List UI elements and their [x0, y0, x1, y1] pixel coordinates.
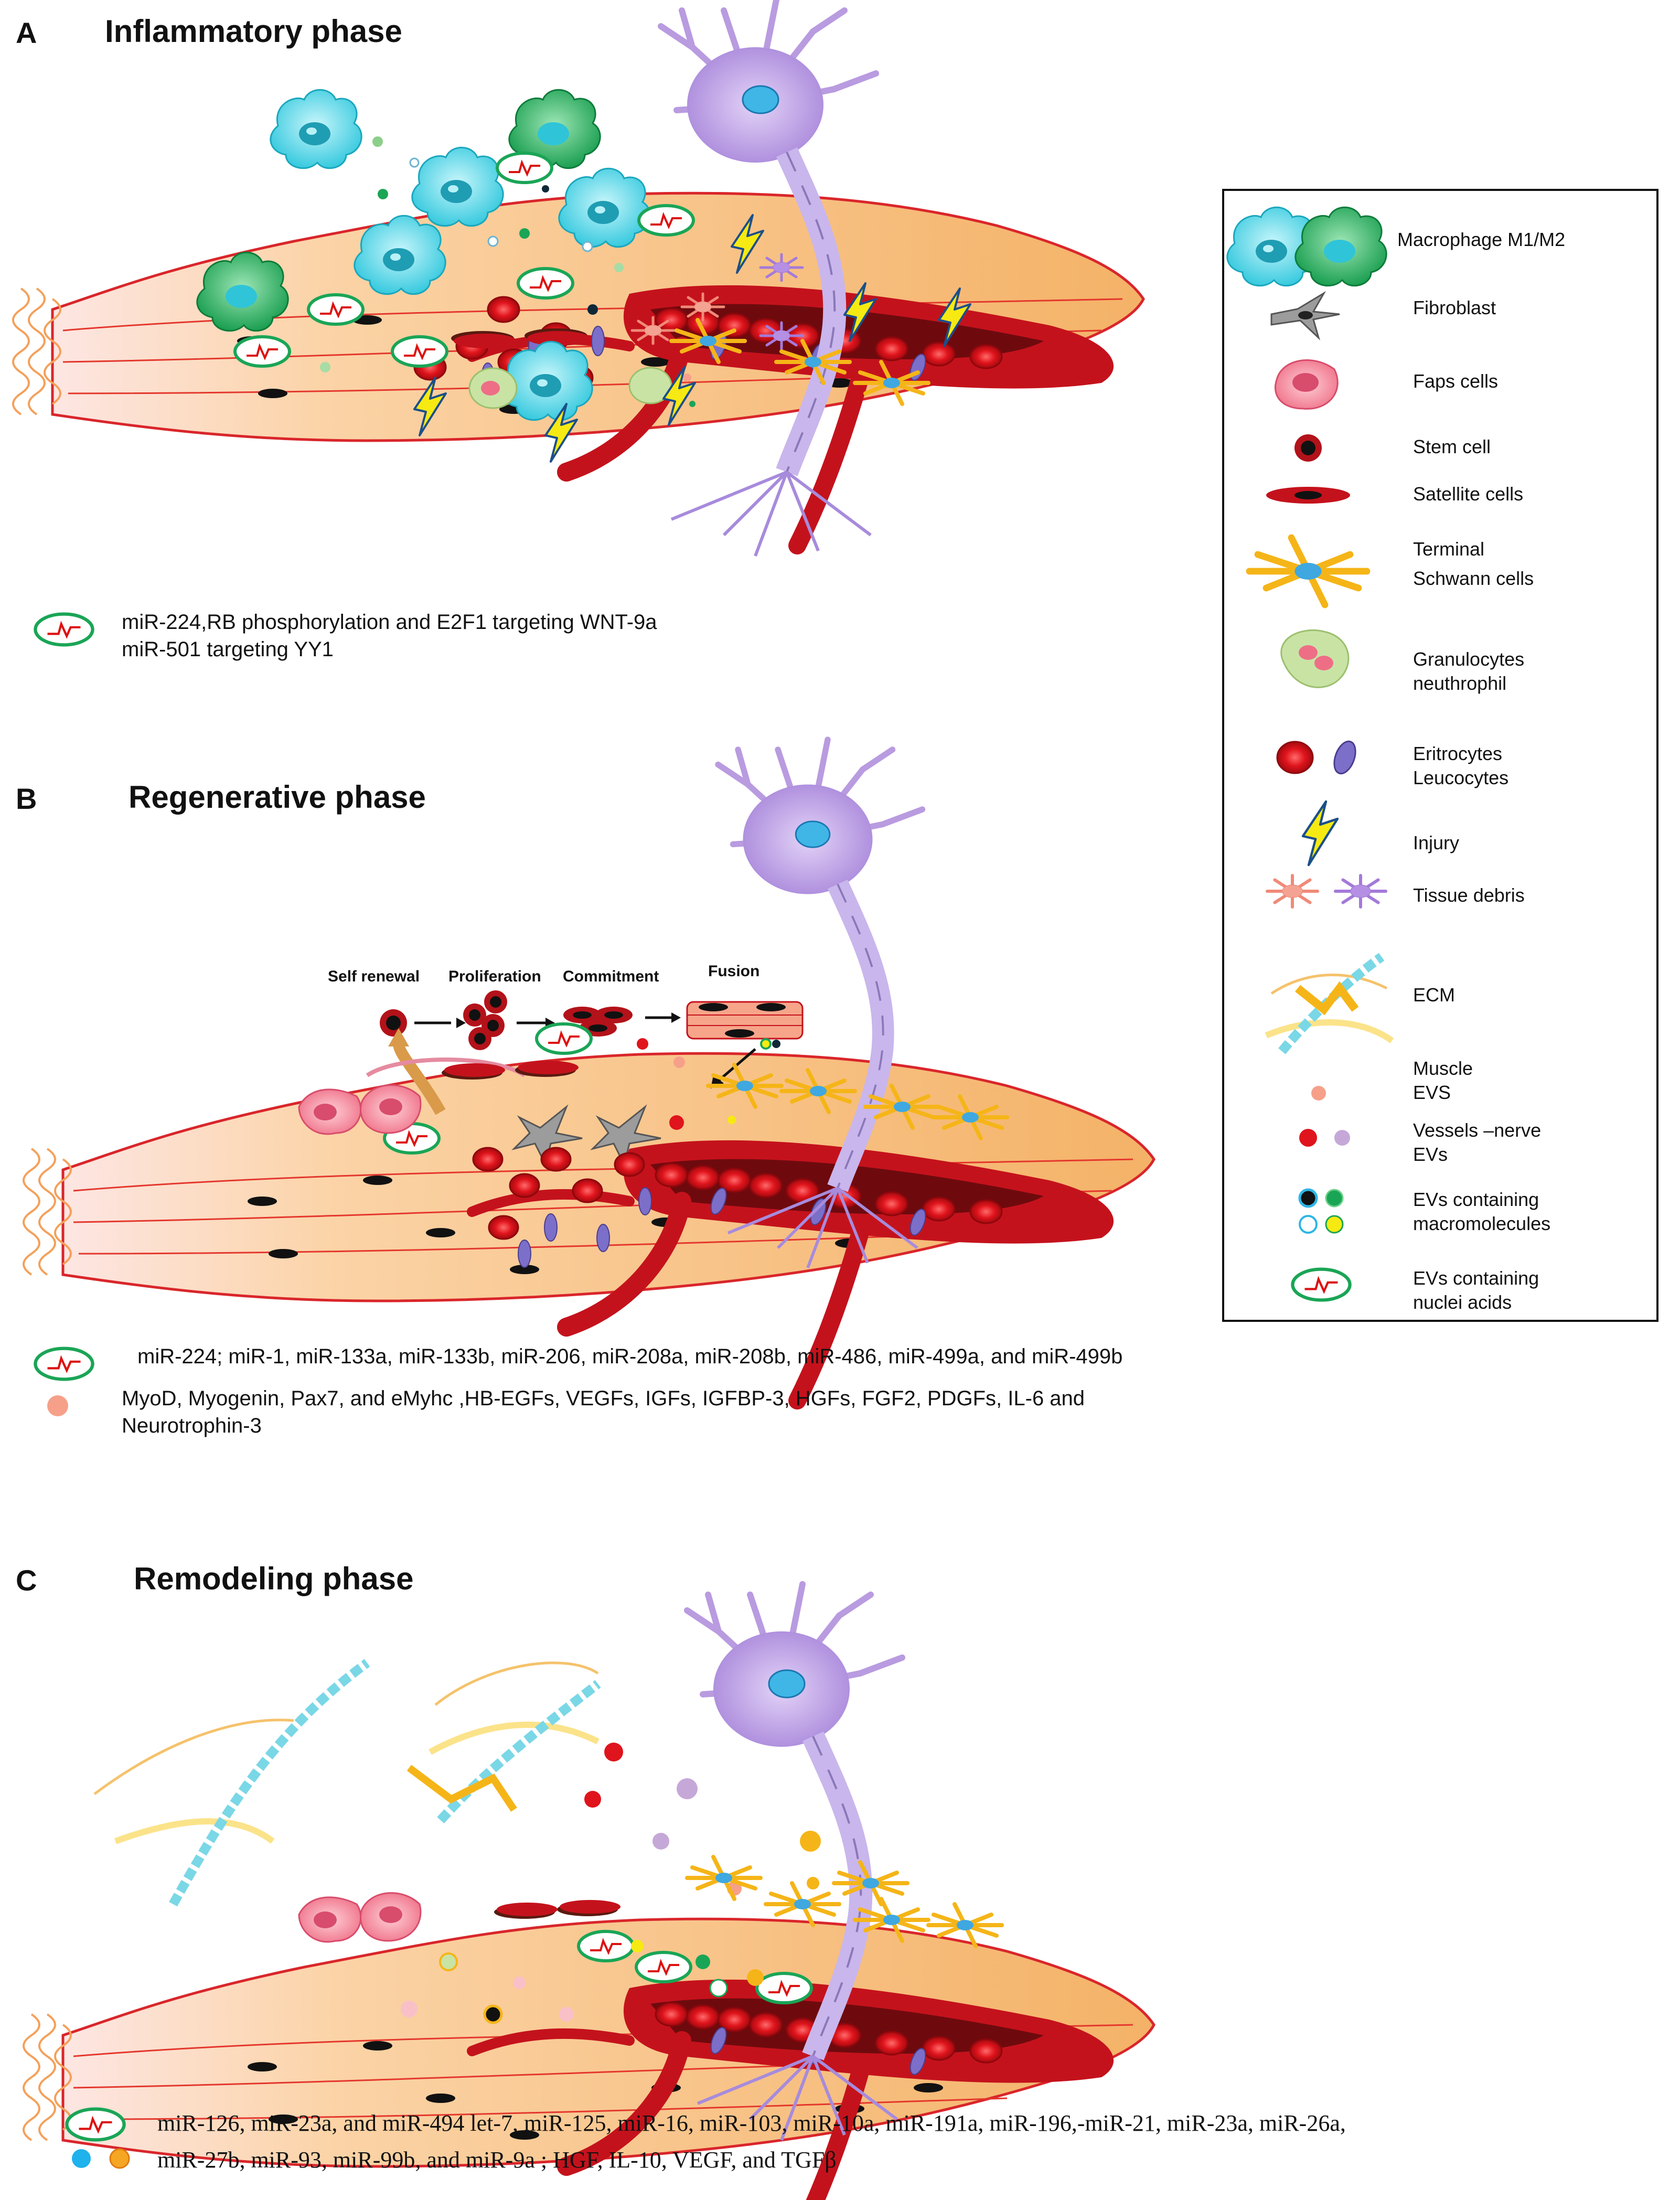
panel-c-caption-line2: miR-27b, miR-93, miR-99b, and miR-9a ; H… [157, 2147, 837, 2173]
panel-c-letter: C [16, 1564, 37, 1597]
legend-label-macromolecule-ev-2: macromolecules [1413, 1213, 1551, 1234]
legend-label-erythrocyte-1: Eritrocytes [1413, 743, 1503, 764]
legend-label-faps: Faps cells [1413, 370, 1499, 392]
muscle-ev-icon [1311, 1086, 1326, 1101]
legend-label-fibroblast: Fibroblast [1413, 297, 1496, 318]
legend-label-nucleic-ev-1: EVs containing [1413, 1267, 1539, 1289]
panel-b-caption-muscle-ev-icon [47, 1395, 68, 1416]
legend-label-muscle-ev-1: Muscle [1413, 1058, 1473, 1079]
step-self-renewal: Self renewal [328, 968, 420, 985]
nucleic-acid-ev-icon [1282, 1261, 1361, 1308]
panel-c-caption-dot-icons [72, 2148, 130, 2169]
legend-label-schwann-1: Terminal [1413, 538, 1485, 560]
stem-cell-icon [1294, 434, 1322, 462]
legend-label-vessel-ev-2: EVs [1413, 1144, 1448, 1165]
panel-c-caption-ev-icon [63, 2103, 131, 2145]
legend-label-satellite: Satellite cells [1413, 483, 1524, 505]
injury-icon [1287, 802, 1350, 870]
step-proliferation: Proliferation [448, 968, 541, 985]
legend-label-nucleic-ev-2: nuclei acids [1413, 1291, 1512, 1313]
panel-b-caption-line3: Neurotrophin-3 [122, 1414, 262, 1437]
panel-b-caption-line1: miR-224; miR-1, miR-133a, miR-133b, miR-… [137, 1345, 1123, 1368]
legend-label-erythrocyte-2: Leucocytes [1413, 767, 1509, 788]
step-commitment: Commitment [563, 968, 659, 985]
macrophage-icon [1226, 206, 1387, 287]
panel-a-caption-ev-icon [31, 608, 100, 650]
panel-c-illustration [0, 1547, 1206, 2151]
ecm-icon [1265, 953, 1394, 1054]
panel-b-illustration [0, 782, 1206, 1374]
panel-b-caption-ev-icon [31, 1343, 100, 1385]
legend-label-stem-cell: Stem cell [1413, 436, 1491, 457]
erythrocyte-leucocyte-icon [1276, 740, 1356, 775]
panel-a-illustration [0, 0, 1206, 577]
legend-label-muscle-ev-2: EVS [1413, 1082, 1451, 1103]
fibroblast-icon [1270, 291, 1340, 340]
panel-a-caption-line1: miR-224,RB phosphorylation and E2F1 targ… [122, 611, 657, 634]
macromolecule-ev-icon [1298, 1188, 1344, 1234]
panel-b-title: Regenerative phase [129, 779, 426, 815]
vessel-nerve-ev-icon [1299, 1129, 1350, 1147]
granulocyte-icon [1280, 629, 1350, 688]
legend-label-granulocyte-1: Granulocytes [1413, 648, 1525, 670]
panel-c-caption-line1: miR-126, miR-23a, and miR-494 let-7, miR… [157, 2110, 1346, 2136]
panel-a-caption-line2: miR-501 targeting YY1 [122, 638, 334, 661]
panel-c-title: Remodeling phase [134, 1561, 414, 1596]
panel-b-letter: B [16, 782, 37, 815]
legend-label-macromolecule-ev-1: EVs containing [1413, 1189, 1539, 1210]
step-fusion: Fusion [708, 963, 760, 980]
satellite-cell-icon [1266, 487, 1350, 504]
legend-label-vessel-ev-1: Vessels –nerve [1413, 1119, 1542, 1141]
tissue-debris-icon [1256, 868, 1392, 915]
legend-label-debris: Tissue debris [1413, 884, 1525, 906]
legend-label-injury: Injury [1413, 832, 1460, 853]
schwann-cell-icon [1256, 532, 1361, 611]
legend-label-granulocyte-2: neuthrophil [1413, 672, 1507, 694]
panel-b-caption-line2: MyoD, Myogenin, Pax7, and eMyhc ,HB-EGFs… [122, 1387, 1085, 1410]
panel-a-letter: A [16, 16, 37, 49]
panel-a-title: Inflammatory phase [105, 14, 402, 49]
legend-label-ecm: ECM [1413, 984, 1455, 1006]
faps-cell-icon [1274, 359, 1339, 410]
legend-label-macrophage: Macrophage M1/M2 [1397, 229, 1566, 250]
legend-box: Macrophage M1/M2 Fibroblast Faps cells S… [1222, 189, 1658, 1322]
legend-label-schwann-2: Schwann cells [1413, 568, 1534, 589]
